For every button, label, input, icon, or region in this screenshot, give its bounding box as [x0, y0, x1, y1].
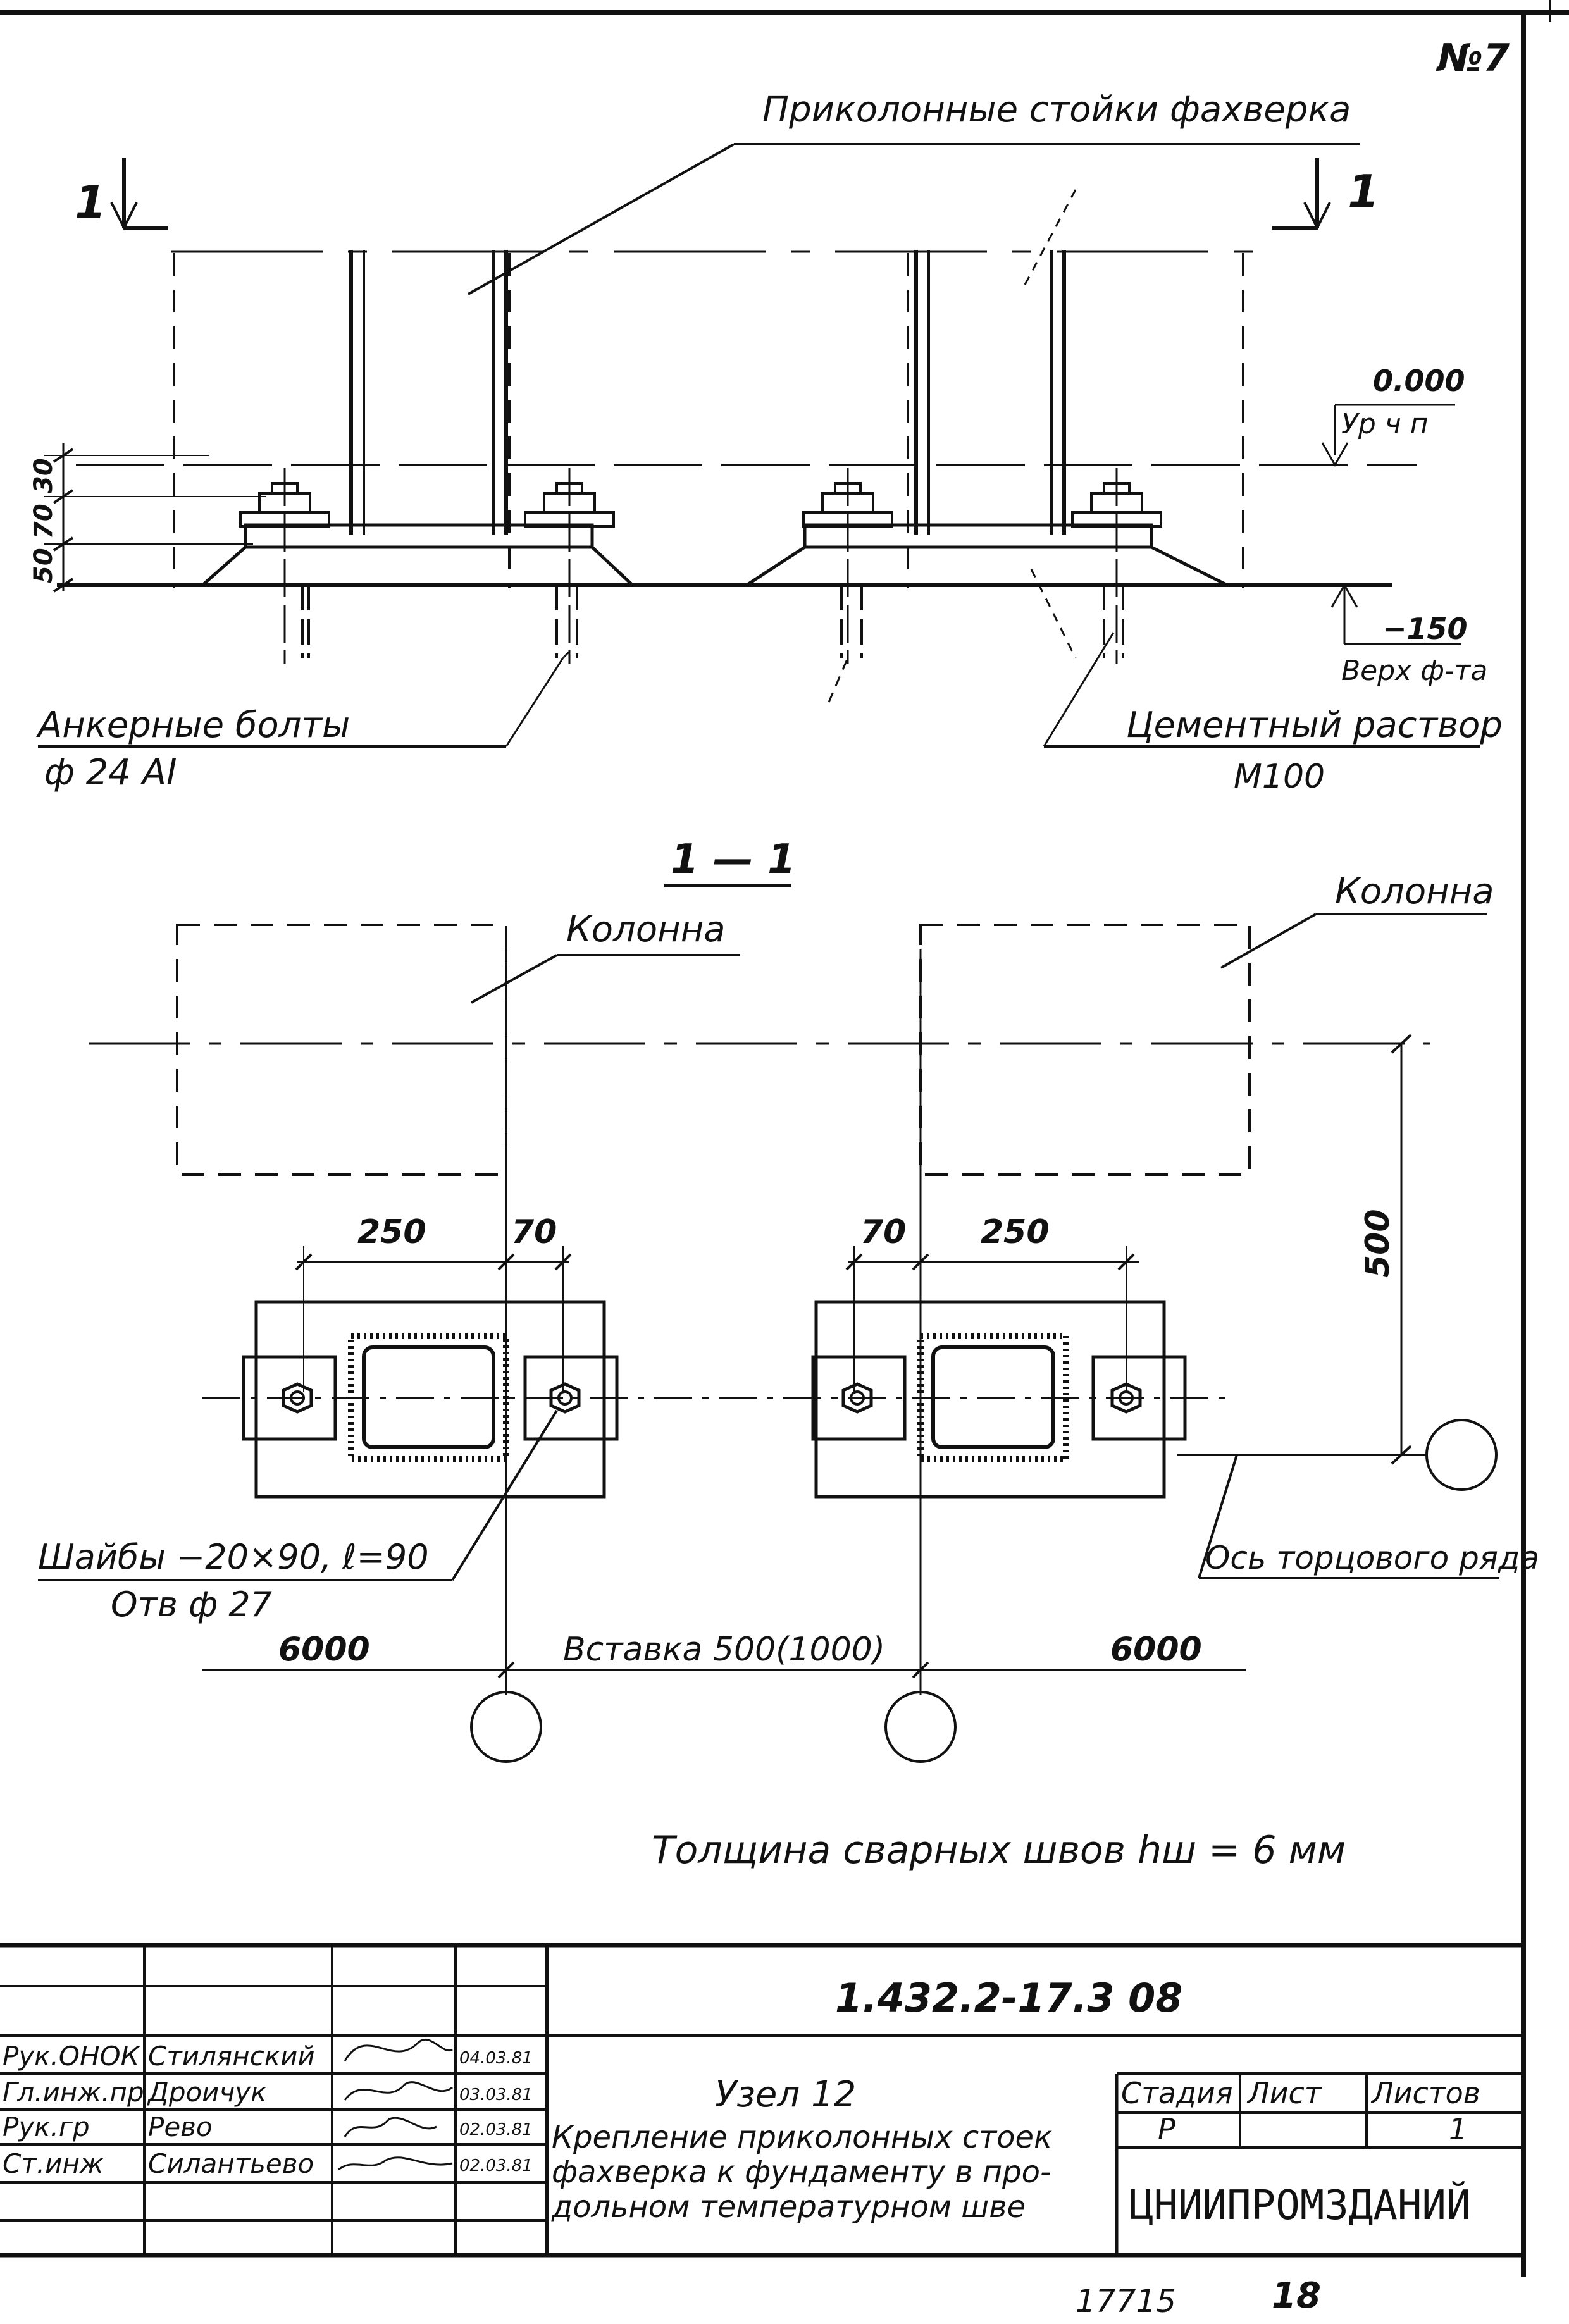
label-anchor-bolts: Анкерные болты — [36, 705, 350, 746]
label-end-row-axis: Ось торцового ряда — [1205, 1540, 1539, 1576]
node-title: Узел 12 — [715, 2074, 856, 2115]
column-outline-left — [176, 924, 507, 1176]
svg-text:Силантьево: Силантьево — [148, 2148, 314, 2179]
svg-text:Дроичук: Дроичук — [147, 2077, 267, 2108]
svg-text:03.03.81: 03.03.81 — [459, 2086, 533, 2105]
base-plate-plan-left — [242, 1300, 619, 1499]
footer-number: 17715 — [1076, 2283, 1176, 2320]
base-plate-plan-right — [811, 1300, 1187, 1499]
signature-row: Ст.инж Силантьево 02.03.81 — [3, 2148, 533, 2179]
svg-text:Рево: Рево — [148, 2111, 213, 2142]
dim-span-left: 6000 — [278, 1631, 370, 1669]
post-left — [349, 250, 508, 535]
signature-4 — [338, 2156, 453, 2171]
svg-text:02.03.81: 02.03.81 — [459, 2120, 533, 2139]
label-column-left: Колонна — [566, 909, 726, 950]
svg-text:Стилянский: Стилянский — [148, 2041, 315, 2072]
label-column-right: Колонна — [1335, 871, 1494, 912]
vertical-dimensions: 30 70 50 — [29, 443, 266, 593]
label-anchor-bolts-spec: ф 24 AI — [44, 752, 177, 793]
svg-text:Ур ч п: Ур ч п — [1341, 408, 1428, 440]
sheet-frame — [0, 0, 1569, 2277]
label-mortar: Цементный раствор — [1126, 705, 1503, 746]
footer-page: 18 — [1272, 2275, 1321, 2316]
svg-text:70: 70 — [29, 504, 58, 539]
svg-text:Рук.ОНОК: Рук.ОНОК — [3, 2041, 141, 2072]
svg-text:Рук.гр: Рук.гр — [3, 2111, 90, 2142]
dim-70-left: 70 — [511, 1213, 557, 1251]
svg-text:1: 1 — [75, 176, 106, 229]
sheet-label: Лист — [1246, 2076, 1322, 2110]
doc-code: 1.432.2-17.3 08 — [835, 1975, 1182, 2021]
svg-text:0.000: 0.000 — [1373, 364, 1465, 398]
sheets-label: Листов — [1370, 2076, 1480, 2110]
section-mark-right: 1 — [1272, 158, 1379, 231]
elevation-view: Приколонные стойки фахверка 1 1 — [29, 89, 1503, 796]
svg-text:Верх ф-та: Верх ф-та — [1341, 655, 1487, 687]
label-mortar-spec: М100 — [1234, 758, 1325, 796]
section-title: 1 — 1 — [671, 836, 796, 883]
callout-posts: Приколонные стойки фахверка — [762, 89, 1351, 130]
column-outline-right — [919, 924, 1251, 1176]
plan-view: 1 — 1 Колонна Колонна 250 70 70 — [38, 836, 1539, 1763]
base-plate-left — [201, 468, 634, 664]
svg-text:04.03.81: 04.03.81 — [459, 2049, 533, 2068]
svg-text:50: 50 — [29, 548, 58, 583]
dim-500: 500 — [1359, 1209, 1397, 1278]
dim-250-right: 250 — [981, 1213, 1050, 1251]
sheets-value: 1 — [1449, 2112, 1467, 2146]
sheet-number: №7 — [1436, 36, 1510, 80]
stage-label: Стадия — [1121, 2076, 1232, 2110]
stage-value: Р — [1158, 2112, 1175, 2146]
section-mark-left: 1 — [75, 158, 168, 231]
axis-bubble-right — [884, 1691, 957, 1763]
weld-note: Толщина сварных швов hш = 6 мм — [652, 1828, 1346, 1872]
signature-row: Рук.гр Рево 02.03.81 — [3, 2111, 533, 2142]
label-washer-hole: Отв ф 27 — [111, 1585, 272, 1624]
signature-row: Рук.ОНОК Стилянский 04.03.81 — [3, 2038, 533, 2072]
desc-line-1: Крепление приколонных стоек — [552, 2120, 1052, 2155]
level-mark-foundation: −150 Верх ф-та — [1330, 583, 1487, 687]
svg-text:Гл.инж.пр: Гл.инж.пр — [3, 2077, 144, 2108]
dim-span-right: 6000 — [1110, 1631, 1202, 1669]
label-insert: Вставка 500(1000) — [563, 1631, 885, 1669]
axis-bubble-end-row — [1425, 1419, 1498, 1491]
title-block: 1.432.2-17.3 08 Рук.ОНОК Стилянский 04.0… — [0, 1943, 1523, 2258]
signature-3 — [344, 2117, 437, 2137]
signature-row: Гл.инж.пр Дроичук 03.03.81 — [3, 2077, 533, 2108]
svg-text:−150: −150 — [1382, 612, 1468, 646]
org-name: ЦНИИПРОМЗДАНИЙ — [1129, 2181, 1470, 2229]
desc-line-2: фахверка к фундаменту в про- — [552, 2154, 1051, 2190]
post-right — [914, 250, 1066, 535]
svg-text:1: 1 — [1348, 165, 1379, 218]
svg-text:30: 30 — [29, 458, 58, 493]
dim-70-right: 70 — [860, 1213, 906, 1251]
svg-text:02.03.81: 02.03.81 — [459, 2156, 533, 2175]
signature-1 — [344, 2038, 453, 2061]
base-plate-right — [745, 468, 1229, 664]
level-mark-top: 0.000 Ур ч п — [1321, 364, 1465, 467]
dim-250-left: 250 — [357, 1213, 426, 1251]
desc-line-3: дольном температурном шве — [551, 2189, 1026, 2225]
label-washer: Шайбы −20×90, ℓ=90 — [38, 1537, 429, 1577]
signature-2 — [344, 2081, 453, 2101]
axis-bubble-left — [470, 1691, 542, 1763]
svg-text:Ст.инж: Ст.инж — [3, 2148, 104, 2179]
